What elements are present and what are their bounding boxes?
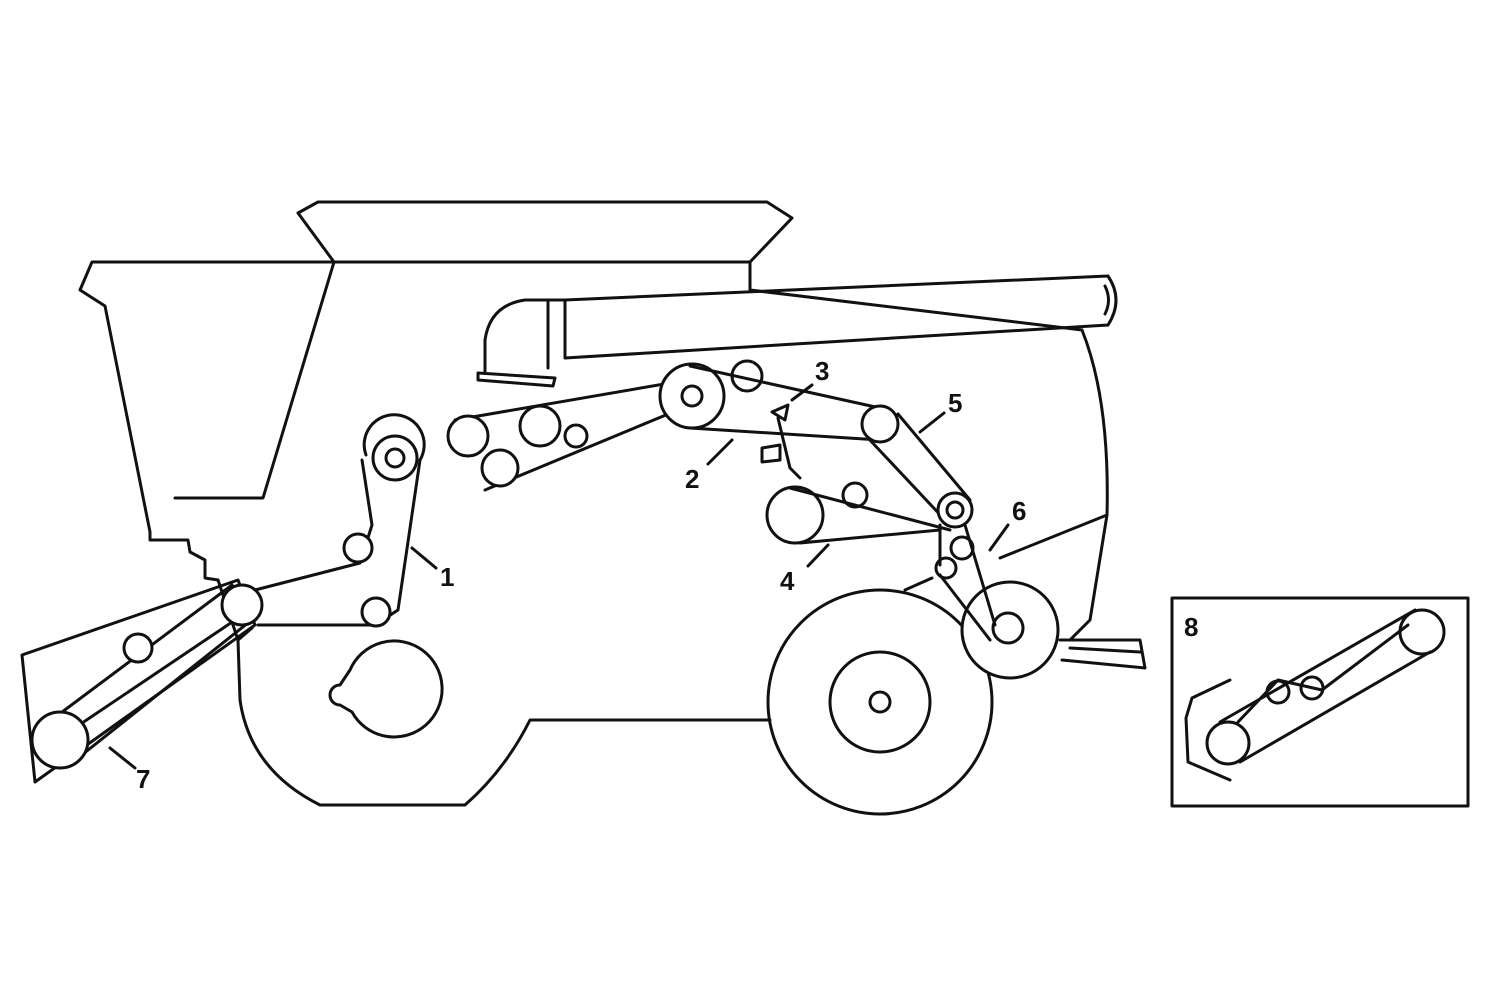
callout-6: 6 [1012,496,1026,526]
combine-body [78,200,1147,807]
leader-3 [790,383,814,402]
leader-5 [918,411,946,434]
belt-1 [253,413,426,628]
inset-8 [1170,596,1470,808]
engine-pulley [328,639,444,739]
belt-3-5 [760,403,972,522]
belt-4 [765,481,974,545]
leader-4 [806,543,830,568]
callout-2: 2 [685,464,699,494]
body-rear [998,328,1109,642]
belt-6 [903,523,1025,645]
leader-lines [108,383,1010,770]
front-wheel [766,588,994,816]
callout-5: 5 [948,388,962,418]
inset-8-housing [1184,678,1232,782]
unloading-auger [563,274,1118,360]
callout-8: 8 [1184,612,1198,642]
body-lower [236,638,772,807]
inset-8-frame [1170,596,1470,808]
auger-spout [476,298,567,388]
cab-housing [78,260,336,582]
leader-1 [410,546,438,570]
rear-spreader [1058,638,1147,670]
belt-2 [446,359,882,492]
callout-labels: 1 2 3 4 5 6 7 8 [136,356,1198,794]
callout-4: 4 [780,566,795,596]
leader-7 [108,746,137,770]
grain-tank-lid [296,200,794,264]
callout-1: 1 [440,562,454,592]
leader-2 [706,438,734,466]
cab-window [173,260,336,500]
callout-3: 3 [815,356,829,386]
leader-6 [988,523,1010,552]
callout-7: 7 [136,764,150,794]
feeder-house [20,578,264,784]
body-top [748,260,1084,332]
